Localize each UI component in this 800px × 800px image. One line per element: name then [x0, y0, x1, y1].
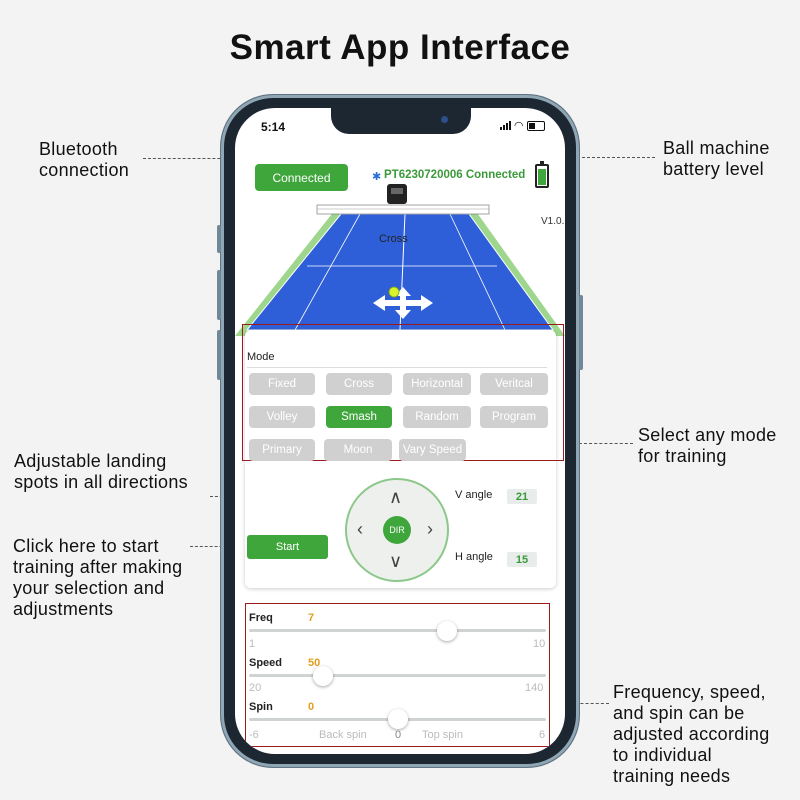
court-side-line-left	[294, 213, 361, 331]
connected-button[interactable]: Connected	[255, 164, 348, 191]
v-angle-label: V angle	[455, 489, 493, 501]
speed-track[interactable]	[249, 674, 546, 677]
v-angle-value[interactable]: 21	[507, 489, 537, 504]
freq-value: 7	[308, 612, 315, 624]
court-view[interactable]	[235, 180, 565, 340]
status-icons: ◠	[499, 119, 545, 132]
move-arrows-icon[interactable]	[373, 287, 433, 319]
note-bluetooth: Bluetooth connection	[39, 139, 130, 180]
net	[316, 204, 490, 215]
spin-top-label: Top spin	[422, 729, 463, 741]
note-sliders: Frequency, speed, and spin can be adjust…	[613, 682, 770, 786]
speed-max: 140	[525, 682, 544, 694]
spin-label: Spin	[249, 701, 273, 713]
speed-value: 50	[308, 657, 321, 669]
note-landing: Adjustable landing spots in all directio…	[14, 451, 188, 492]
spin-min: -6	[249, 729, 259, 741]
machine-battery-icon	[535, 161, 549, 188]
mode-button-horizontal[interactable]: Horizontal	[403, 373, 471, 395]
dir-button[interactable]: DIR	[383, 516, 411, 544]
side-button-2	[217, 270, 221, 320]
mode-button-veritcal[interactable]: Veritcal	[480, 373, 548, 395]
spin-back-label: Back spin	[319, 729, 367, 741]
court-mode-label: Cross	[379, 233, 408, 245]
mode-button-smash[interactable]: Smash	[326, 406, 392, 428]
mode-button-primary[interactable]: Primary	[249, 439, 315, 461]
up-arrow-icon[interactable]: ∧	[389, 487, 403, 507]
camera-icon	[441, 116, 448, 123]
wifi-icon: ◠	[514, 120, 523, 132]
notch	[331, 108, 471, 134]
leader-bluetooth	[143, 158, 255, 159]
slider-highlight-box	[245, 603, 550, 747]
note-battery: Ball machine battery level	[663, 138, 770, 179]
freq-label: Freq	[249, 612, 273, 624]
page-title: Smart App Interface	[229, 28, 571, 67]
freq-slider-thumb[interactable]	[437, 621, 457, 641]
ball-icon	[388, 286, 400, 298]
mode-button-vary-speed[interactable]: Vary Speed	[399, 439, 466, 461]
signal-icon	[499, 121, 511, 130]
note-mode: Select any mode for training	[638, 425, 777, 466]
spin-value: 0	[308, 701, 315, 713]
speed-min: 20	[249, 682, 262, 694]
speed-label: Speed	[249, 657, 283, 669]
app-version: V1.0.6	[541, 216, 565, 227]
note-start: Click here to start training after makin…	[13, 536, 183, 619]
leader-mode	[543, 443, 633, 444]
mode-button-moon[interactable]: Moon	[324, 439, 392, 461]
h-angle-value[interactable]: 15	[507, 552, 537, 567]
mode-divider	[247, 367, 547, 368]
side-button-1	[217, 225, 221, 253]
freq-track[interactable]	[249, 629, 546, 632]
freq-min: 1	[249, 638, 256, 650]
spin-zero-label: 0	[395, 729, 402, 741]
phone-frame: 5:14 ◠ Connected ✱ PT6230720006 Connecte…	[217, 95, 583, 767]
bluetooth-icon: ✱	[372, 171, 382, 183]
status-time: 5:14	[261, 120, 286, 134]
spin-slider-thumb[interactable]	[387, 709, 408, 729]
side-button-3	[217, 330, 221, 380]
mode-label: Mode	[247, 351, 275, 363]
court-side-line-right	[449, 213, 506, 331]
side-button-power	[579, 295, 583, 370]
mode-button-program[interactable]: Program	[480, 406, 548, 428]
direction-pad[interactable]: ∧ ∨ ‹ › DIR	[345, 478, 449, 582]
leader-start	[190, 546, 247, 547]
down-arrow-icon[interactable]: ∨	[389, 551, 403, 571]
machine-battery-fill	[538, 169, 546, 185]
right-arrow-icon[interactable]: ›	[427, 519, 433, 539]
freq-max: 10	[533, 638, 546, 650]
mode-button-volley[interactable]: Volley	[249, 406, 315, 428]
spin-max: 6	[539, 729, 546, 741]
leader-battery	[547, 157, 655, 158]
ball-machine-head	[391, 188, 403, 194]
app-screen: 5:14 ◠ Connected ✱ PT6230720006 Connecte…	[235, 108, 565, 754]
mode-button-fixed[interactable]: Fixed	[249, 373, 315, 395]
device-status: PT6230720006 Connected	[384, 169, 526, 181]
left-arrow-icon[interactable]: ‹	[357, 519, 363, 539]
phone-battery-icon	[527, 120, 545, 131]
start-button[interactable]: Start	[247, 535, 328, 559]
h-angle-label: H angle	[455, 551, 493, 563]
mode-button-random[interactable]: Random	[403, 406, 471, 428]
speed-slider-thumb[interactable]	[313, 666, 334, 686]
mode-button-cross[interactable]: Cross	[326, 373, 392, 395]
